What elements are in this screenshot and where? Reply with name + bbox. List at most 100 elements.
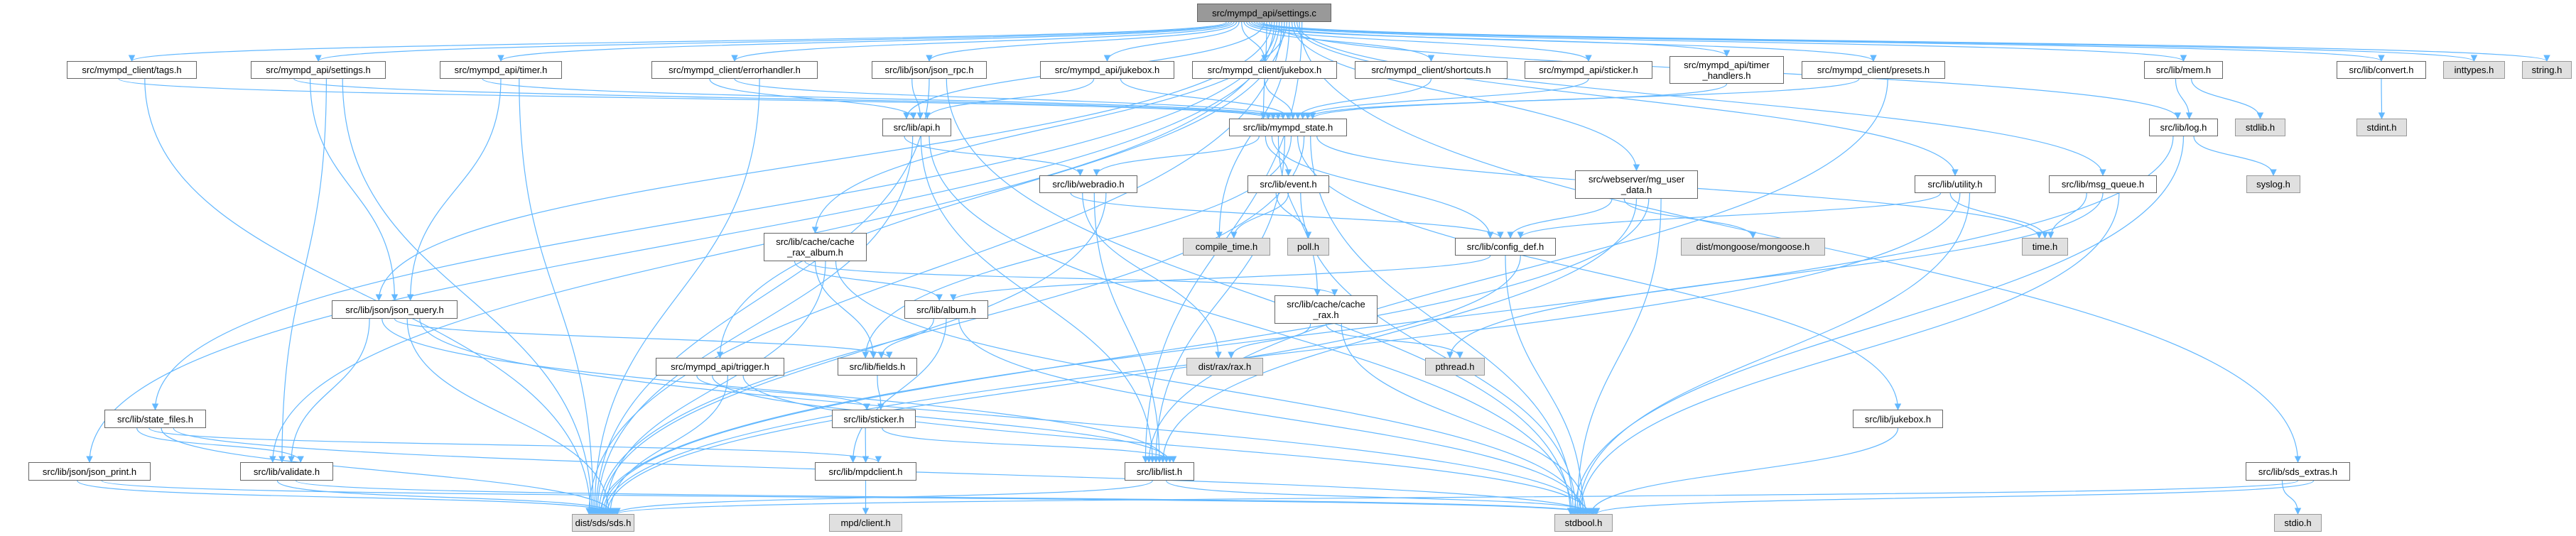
node-event[interactable]: src/lib/event.h [1248, 175, 1329, 193]
node-tags[interactable]: src/mympd_client/tags.h [67, 61, 197, 79]
node-label: _data.h [1620, 185, 1652, 195]
edge-root-to-json-rpc [926, 21, 1238, 62]
node-string: string.h [2522, 61, 2572, 79]
node-label: src/lib/msg_queue.h [2061, 179, 2145, 190]
node-mpd-client: mpd/client.h [829, 514, 902, 532]
node-timer-handlers[interactable]: src/mympd_api/timer_handlers.h [1669, 56, 1784, 84]
edge-state-files-to-mpdclient [148, 427, 882, 463]
edge-cache-rax-album-to-fields [814, 261, 877, 359]
node-api-settings[interactable]: src/mympd_api/settings.h [251, 61, 386, 79]
node-cache-rax[interactable]: src/lib/cache/cache_rax.h [1275, 295, 1378, 324]
edge-json-rpc-to-sds [592, 78, 930, 515]
edge-sds-extras-to-stdio [2281, 480, 2302, 515]
node-label: src/lib/cache/cache [776, 236, 855, 247]
edge-mg-user-data-to-stdbool [1574, 198, 1662, 515]
edge-trigger-to-stdbool [742, 375, 1592, 515]
node-json-rpc[interactable]: src/lib/json/json_rpc.h [872, 61, 987, 79]
edge-album-to-fields [877, 318, 934, 359]
node-api[interactable]: src/lib/api.h [882, 119, 951, 136]
node-album[interactable]: src/lib/album.h [904, 300, 988, 319]
node-sticker[interactable]: src/lib/sticker.h [832, 410, 916, 428]
node-sds-extras[interactable]: src/lib/sds_extras.h [2246, 462, 2350, 481]
edge-api-to-webradio [904, 136, 1084, 176]
node-api-jukebox[interactable]: src/mympd_api/jukebox.h [1040, 61, 1174, 79]
node-mg-user-data[interactable]: src/webserver/mg_user_data.h [1575, 170, 1698, 199]
node-utility[interactable]: src/lib/utility.h [1915, 175, 1996, 193]
edge-root-to-mg-user-data [1291, 21, 1640, 171]
edge-trigger-to-list [712, 375, 1174, 463]
edge-client-jukebox-to-mympd-state [1264, 78, 1297, 119]
edge-event-to-poll [1275, 192, 1312, 239]
node-rax: dist/rax/rax.h [1186, 358, 1263, 376]
node-label: stdio.h [2284, 518, 2312, 528]
node-label: mpd/client.h [840, 518, 891, 528]
edge-presets-to-list [1145, 78, 1888, 463]
edge-root-to-sds [585, 21, 1282, 515]
edge-json-query-to-list [381, 318, 1170, 463]
node-label: src/mympd_client/shortcuts.h [1371, 65, 1491, 75]
node-sds: dist/sds/sds.h [572, 514, 634, 532]
node-mympd-state[interactable]: src/lib/mympd_state.h [1229, 119, 1347, 136]
node-stdio: stdio.h [2274, 514, 2322, 532]
node-presets[interactable]: src/mympd_client/presets.h [1802, 61, 1945, 79]
edge-album-to-mpdclient [849, 318, 947, 463]
node-lib-jukebox[interactable]: src/lib/jukebox.h [1853, 410, 1943, 428]
node-label: src/lib/list.h [1136, 466, 1183, 477]
edge-api-settings-to-json-query [310, 78, 399, 301]
node-label: time.h [2032, 241, 2058, 252]
edge-config-def-to-album [950, 255, 1491, 301]
edge-sticker-to-list [882, 427, 1177, 463]
node-client-jukebox[interactable]: src/mympd_client/jukebox.h [1192, 61, 1337, 79]
node-log[interactable]: src/lib/log.h [2149, 119, 2218, 136]
edge-validate-to-sds [276, 480, 618, 515]
edge-mg-user-data-to-sds [600, 198, 1650, 515]
edge-config-def-to-stdbool [1505, 255, 1586, 515]
node-json-print[interactable]: src/lib/json/json_print.h [28, 462, 151, 481]
node-json-query[interactable]: src/lib/json/json_query.h [332, 300, 458, 319]
edge-root-to-api-settings [315, 21, 1230, 62]
node-convert[interactable]: src/lib/convert.h [2337, 61, 2426, 79]
node-label: src/lib/event.h [1260, 179, 1317, 190]
node-validate[interactable]: src/lib/validate.h [240, 462, 333, 481]
edge-list-to-sds [612, 480, 1153, 515]
node-list[interactable]: src/lib/list.h [1125, 462, 1194, 481]
node-label: src/mympd_client/errorhandler.h [669, 65, 801, 75]
node-api-timer[interactable]: src/mympd_api/timer.h [440, 61, 562, 79]
edge-root-to-errorhandler [731, 21, 1235, 62]
node-fields[interactable]: src/lib/fields.h [838, 358, 917, 376]
edge-cache-rax-album-to-album [794, 261, 943, 301]
node-webradio[interactable]: src/lib/webradio.h [1039, 175, 1137, 193]
edge-webradio-to-rax [1082, 192, 1222, 359]
edge-cache-rax-album-to-sds [602, 261, 826, 515]
edge-api-to-list [920, 136, 1156, 463]
node-msg-queue[interactable]: src/lib/msg_queue.h [2049, 175, 2157, 193]
edge-root-to-api-jukebox [1103, 21, 1240, 62]
node-cache-rax-album[interactable]: src/lib/cache/cache_rax_album.h [764, 233, 867, 261]
node-shortcuts[interactable]: src/mympd_client/shortcuts.h [1355, 61, 1508, 79]
node-state-files[interactable]: src/lib/state_files.h [104, 410, 206, 428]
edge-utility-to-stdbool [1575, 192, 1971, 515]
node-mem[interactable]: src/lib/mem.h [2144, 61, 2223, 79]
node-errorhandler[interactable]: src/mympd_client/errorhandler.h [651, 61, 818, 79]
node-trigger[interactable]: src/mympd_api/trigger.h [656, 358, 784, 376]
edge-state-files-to-validate [136, 427, 304, 463]
edge-json-print-to-stdbool [101, 480, 1596, 515]
edge-json-print-to-sds [77, 480, 617, 515]
node-label: src/lib/sticker.h [843, 413, 904, 425]
node-mpdclient[interactable]: src/lib/mpdclient.h [815, 462, 916, 481]
node-label: string.h [2531, 65, 2563, 75]
edge-event-to-compile-time [1230, 192, 1289, 239]
edge-root-to-inttypes [1258, 21, 2477, 62]
node-label: src/mympd_api/timer.h [454, 65, 548, 75]
node-api-sticker[interactable]: src/mympd_api/sticker.h [1525, 61, 1652, 79]
node-label: src/lib/fields.h [849, 361, 906, 372]
node-label: dist/rax/rax.h [1198, 361, 1252, 372]
node-label: src/webserver/mg_user [1588, 174, 1685, 185]
edge-config-def-to-sds [604, 255, 1521, 515]
edge-list-to-stdbool [1166, 480, 1599, 515]
node-label: src/mympd_api/timer [1684, 59, 1770, 70]
edge-presets-to-mympd-state [1309, 78, 1860, 119]
edge-cache-rax-to-stdbool [1341, 323, 1589, 515]
node-config-def[interactable]: src/lib/config_def.h [1455, 238, 1556, 256]
edge-root-to-convert [1256, 21, 2385, 62]
